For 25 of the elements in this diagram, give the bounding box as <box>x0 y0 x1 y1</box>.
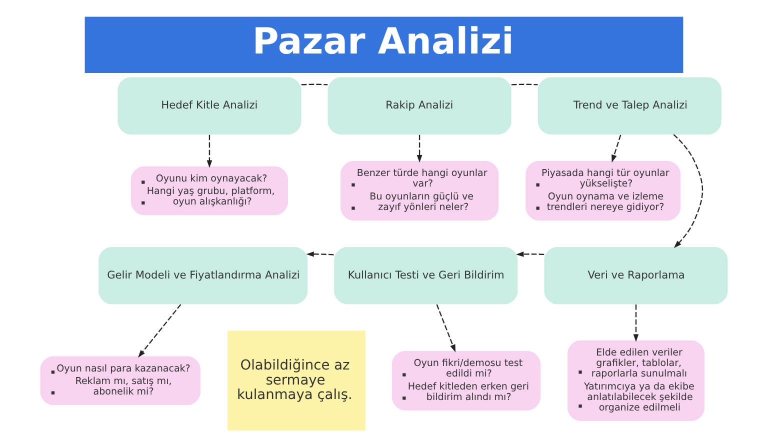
node-box: Veri ve Raporlama <box>544 246 728 304</box>
node-box: Piyasada hangi tür oyunlar yükselişte? Oyun oynama ve izleme trendleri nereye gidiyor? <box>526 161 681 220</box>
node-box: Rakip Analizi <box>328 77 512 134</box>
node-box: Trend ve Talep Analizi <box>538 77 722 134</box>
node-box: Elde edilen veriler grafikler, tablolar, raporlarla sunulmalı Yatırımcıya ya da ekibe anlatılabilecek şekilde organize edilmeli <box>568 340 704 421</box>
diagram-title: Pazar Analizi <box>252 20 514 63</box>
node-box: Gelir Modeli ve Fiyatlandırma Analizi <box>98 246 308 304</box>
node-box: Hedef Kitle Analizi <box>118 77 302 134</box>
arrow <box>673 134 704 248</box>
node-box: Oyun fikri/demosu test edildi mi? Hedef kitleden erken geri bildirim alındı mı? <box>392 350 540 410</box>
arrow <box>436 304 456 352</box>
arrow <box>516 252 544 257</box>
node-box: Benzer türde hangi oyunlar var? Bu oyunların güçlü ve zayıf yönleri neler? <box>340 161 499 220</box>
arrow <box>206 134 212 168</box>
arrow <box>633 304 639 342</box>
node-box: Olabildiğince az sermaye kulanmaya çalış. <box>228 330 366 430</box>
arrow <box>416 134 422 163</box>
node-box: Oyunu kim oynayacak? Hangi yaş grubu, platform, oyun alışkanlığı? <box>130 166 288 216</box>
arrow <box>306 251 334 257</box>
arrow <box>612 134 622 163</box>
node-box: Kullanıcı Testi ve Geri Bildirim <box>334 246 518 304</box>
connector <box>511 84 538 86</box>
node-box: Oyun nasıl para kazanacak? Reklam mı, satış mı, abonelik mi? <box>40 356 200 406</box>
arrow <box>138 304 182 358</box>
connector <box>301 84 328 86</box>
